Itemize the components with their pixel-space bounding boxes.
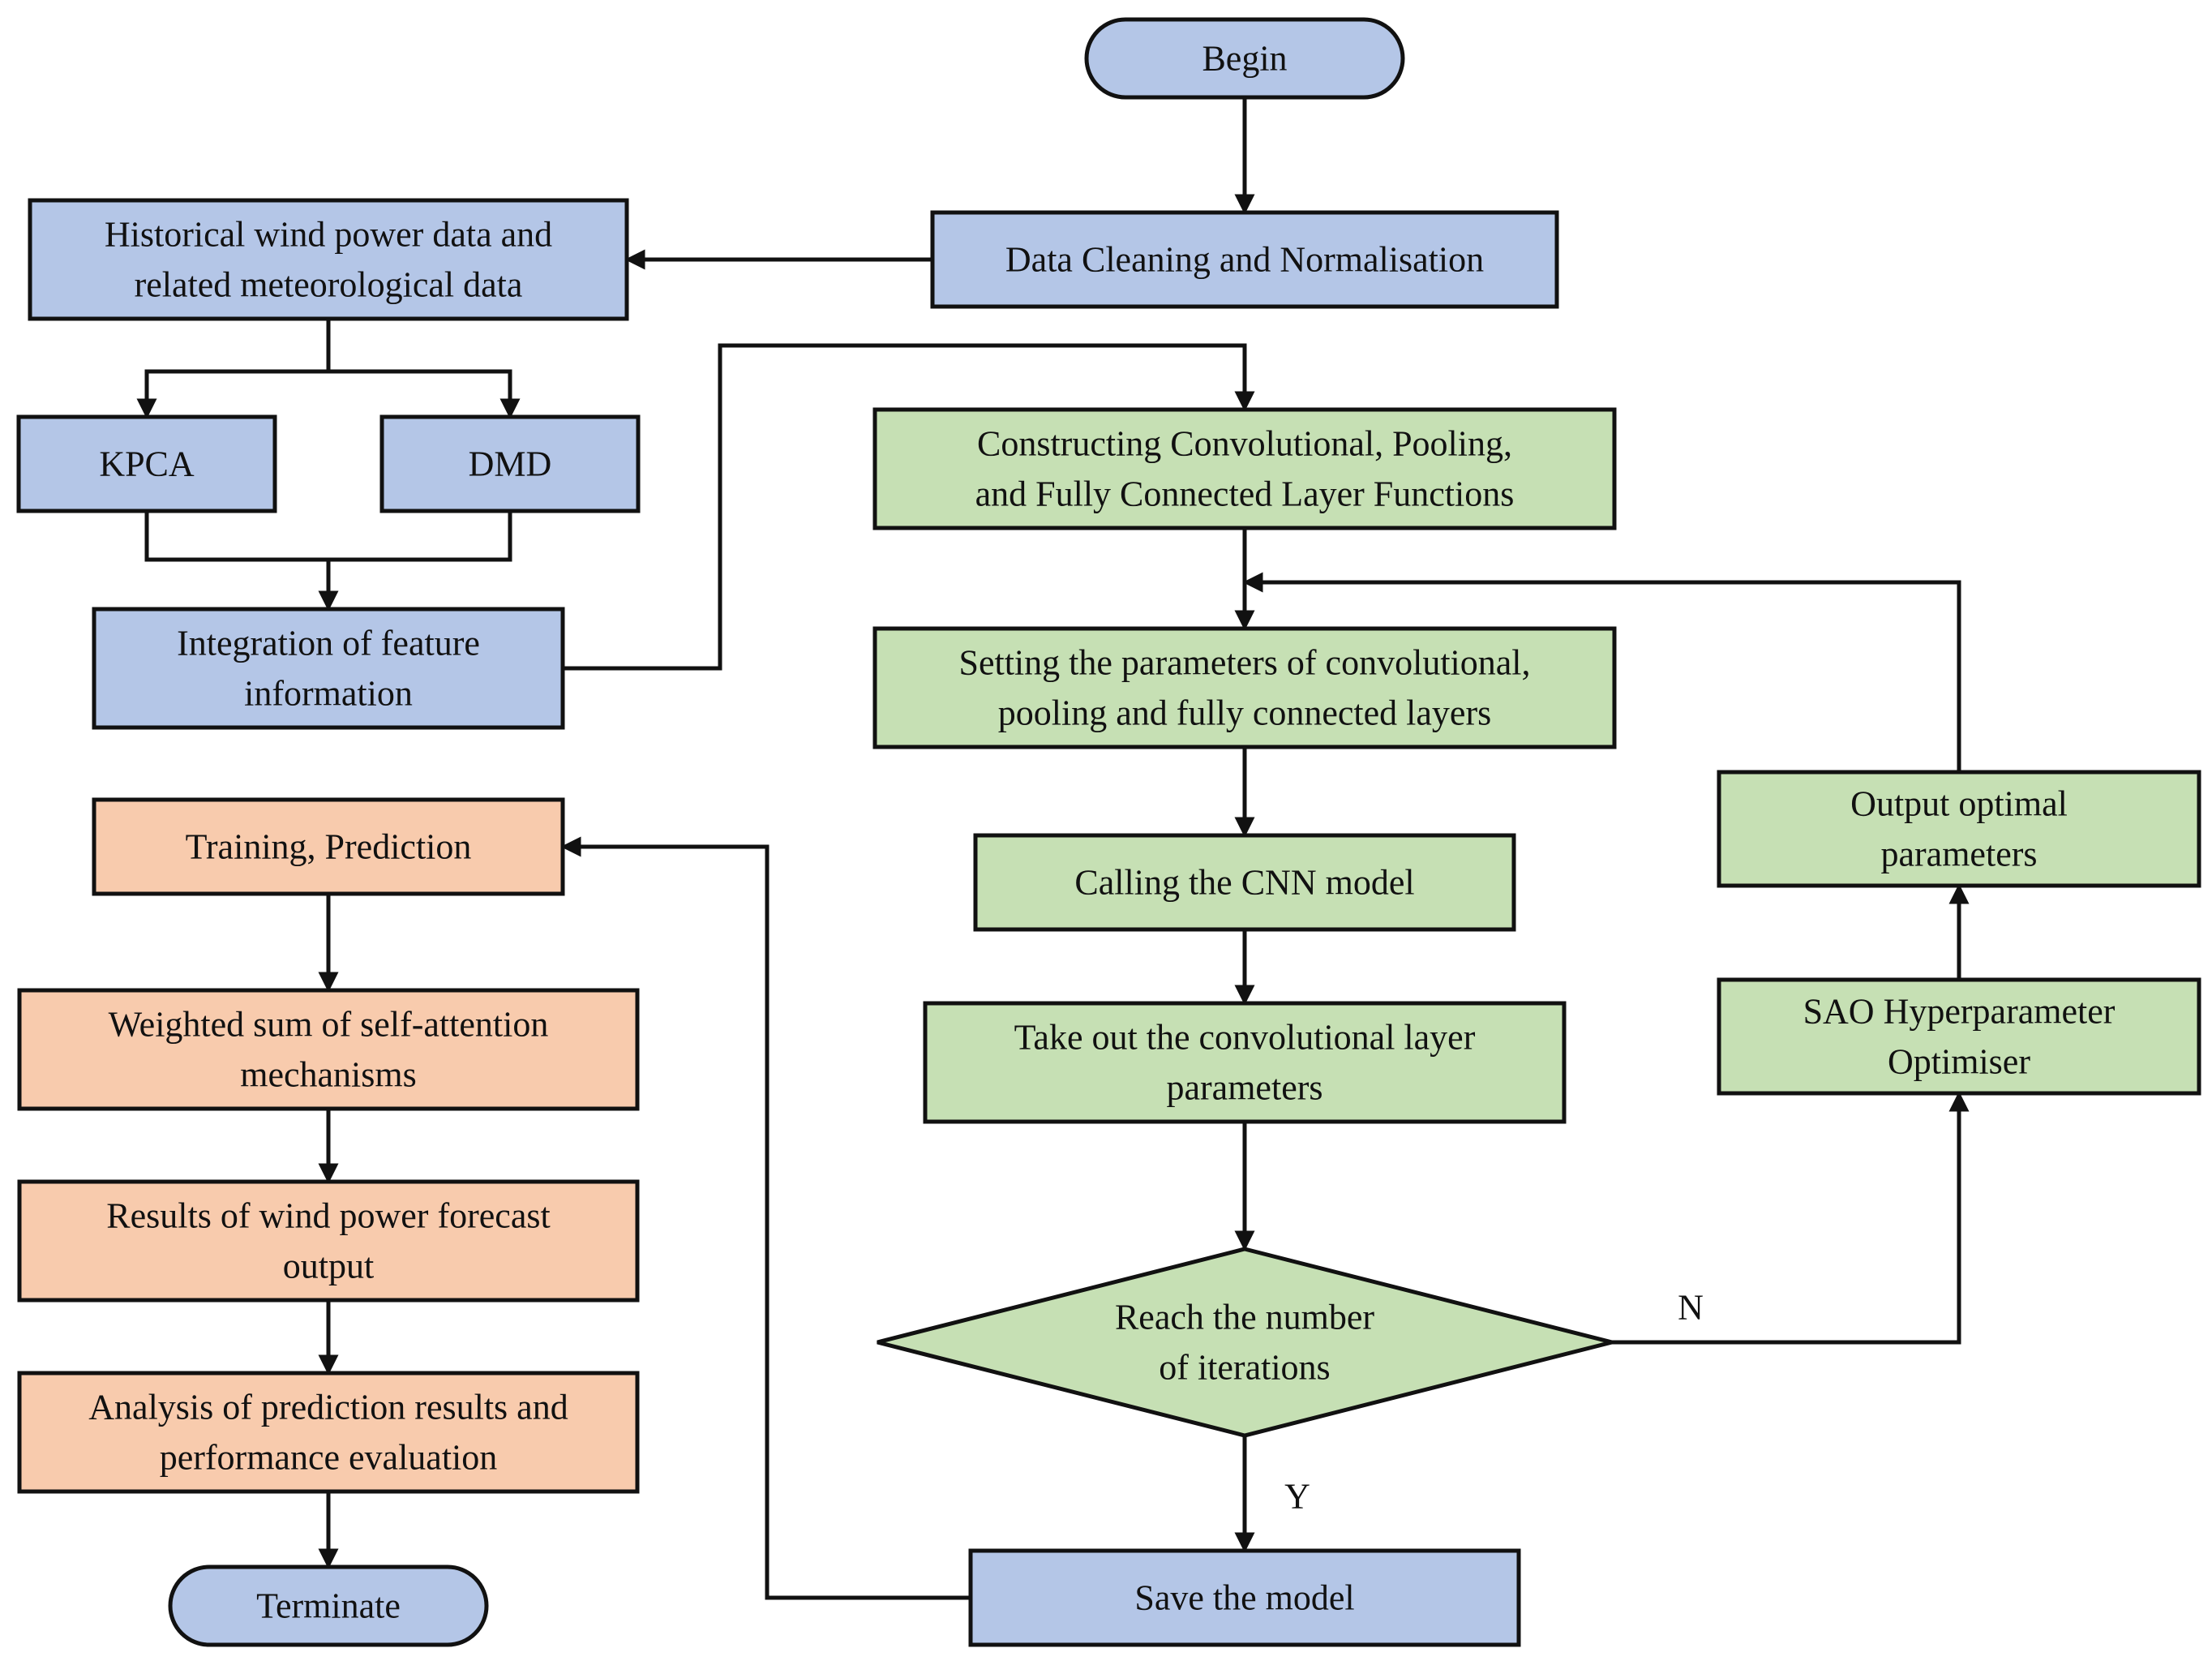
node-kpca-shape: [16, 414, 277, 513]
edge-label-no: N: [1678, 1288, 1704, 1328]
edge-historical-to-dmd: [328, 369, 521, 419]
node-output-optimal-shape: [1717, 770, 2201, 888]
edge-historical-to-kpca: [136, 319, 331, 419]
node-constructing: Constructing Convolutional, Pooling, and …: [872, 407, 1617, 530]
node-setting-text-line-2: pooling and fully connected layers: [998, 693, 1491, 733]
edge-reach-to-sao: [1612, 1091, 1970, 1345]
node-analysis-text-line-2: performance evaluation: [160, 1438, 498, 1478]
edge-output-to-loop: [1242, 572, 1961, 772]
node-integration-shape: [92, 607, 565, 730]
node-takeout: Take out the convolutional layer paramete…: [923, 1001, 1567, 1124]
node-setting-text-line-1: Setting the parameters of convolutional,: [958, 643, 1530, 683]
node-weighted-text-line-2: mechanisms: [240, 1055, 417, 1095]
node-cleaning-shape: [930, 210, 1559, 309]
node-integration-text-line-1: Integration of feature: [177, 624, 480, 663]
node-save-shape: [968, 1548, 1521, 1647]
node-begin-shape: [1084, 17, 1405, 100]
node-analysis-shape: [17, 1371, 640, 1494]
node-cleaning: Data Cleaning and Normalisation: [930, 210, 1559, 309]
node-results: Results of wind power forecast output: [17, 1179, 640, 1303]
node-dmd: DMD: [379, 414, 641, 513]
node-kpca-text-line-1: KPCA: [99, 444, 195, 484]
node-dmd-shape: [379, 414, 641, 513]
node-reach-text-line-2: of iterations: [1159, 1348, 1330, 1388]
node-setting-shape: [872, 626, 1617, 749]
node-output-optimal: Output optimal parameters: [1717, 770, 2201, 888]
node-training-shape: [92, 797, 565, 896]
node-dmd-text-line-1: DMD: [469, 444, 552, 484]
node-historical-text-line-2: related meteorological data: [135, 265, 523, 305]
node-calling: Calling the CNN model: [973, 833, 1516, 932]
node-save: Save the model: [968, 1548, 1521, 1647]
edge-kpca-to-integration: [144, 511, 339, 612]
node-analysis-text-line-1: Analysis of prediction results and: [88, 1388, 568, 1427]
node-historical: Historical wind power data and related me…: [28, 198, 629, 321]
node-setting: Setting the parameters of convolutional,…: [872, 626, 1617, 749]
node-analysis: Analysis of prediction results and perfor…: [17, 1371, 640, 1494]
node-takeout-shape: [923, 1001, 1567, 1124]
node-reach: Reach the number of iterations: [877, 1247, 1613, 1438]
node-reach-text-line-1: Reach the number: [1115, 1298, 1374, 1337]
edge-label-yes: Y: [1284, 1477, 1310, 1517]
node-weighted: Weighted sum of self-attention mechanisms: [17, 988, 640, 1111]
node-training-text-line-1: Training, Prediction: [186, 827, 472, 867]
node-sao-text-line-2: Optimiser: [1888, 1042, 2030, 1082]
node-results-text-line-1: Results of wind power forecast: [106, 1196, 550, 1236]
node-save-text-line-1: Save the model: [1134, 1578, 1354, 1618]
node-constructing-shape: [872, 407, 1617, 530]
node-sao-shape: [1717, 977, 2201, 1096]
node-calling-text-line-1: Calling the CNN model: [1074, 863, 1414, 903]
node-terminate-text-line-1: Terminate: [256, 1586, 401, 1626]
node-output-optimal-text-line-1: Output optimal: [1850, 784, 2068, 824]
node-output-optimal-text-line-2: parameters: [1881, 835, 2038, 874]
node-reach-shape: [877, 1247, 1613, 1438]
node-terminate-shape: [168, 1564, 489, 1647]
node-results-shape: [17, 1179, 640, 1303]
node-constructing-text-line-1: Constructing Convolutional, Pooling,: [977, 424, 1512, 464]
node-begin: Begin: [1084, 17, 1405, 100]
node-begin-text-line-1: Begin: [1202, 39, 1287, 79]
node-cleaning-text-line-1: Data Cleaning and Normalisation: [1005, 240, 1484, 280]
node-training: Training, Prediction: [92, 797, 565, 896]
node-historical-text-line-1: Historical wind power data and: [105, 215, 552, 255]
node-integration: Integration of feature information: [92, 607, 565, 730]
node-historical-shape: [28, 198, 629, 321]
edge-save-to-training: [560, 836, 971, 1600]
node-constructing-text-line-2: and Fully Connected Layer Functions: [975, 474, 1515, 514]
node-takeout-text-line-1: Take out the convolutional layer: [1014, 1018, 1476, 1058]
node-terminate: Terminate: [168, 1564, 489, 1647]
node-integration-text-line-2: information: [244, 674, 413, 714]
node-calling-shape: [973, 833, 1516, 932]
node-sao-text-line-1: SAO Hyperparameter: [1803, 992, 2116, 1032]
node-weighted-text-line-1: Weighted sum of self-attention: [109, 1005, 549, 1045]
node-results-text-line-2: output: [283, 1247, 374, 1286]
node-kpca: KPCA: [16, 414, 277, 513]
edge-dmd-to-join: [328, 511, 512, 562]
node-weighted-shape: [17, 988, 640, 1111]
edge-integration-to-constructing: [563, 343, 1255, 671]
node-takeout-text-line-2: parameters: [1167, 1068, 1323, 1108]
